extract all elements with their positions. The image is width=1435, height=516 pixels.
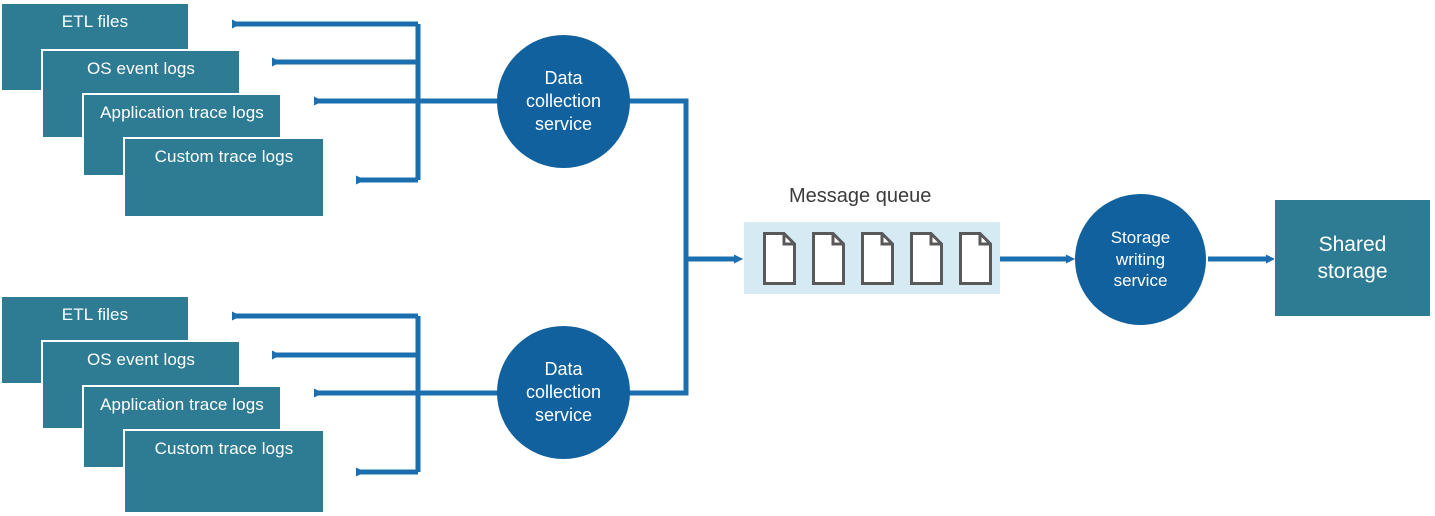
document-icon	[910, 232, 943, 285]
service-label-line: Storage	[1110, 227, 1171, 247]
shared-storage-box[interactable]: Shared storage	[1274, 199, 1431, 317]
document-icon	[812, 232, 845, 285]
shared-storage-label-line: storage	[1317, 260, 1388, 283]
source-label: Custom trace logs	[154, 439, 294, 458]
source-label: Application trace logs	[100, 103, 264, 122]
source-box-custom-trace-logs-lower[interactable]: Custom trace logs	[123, 429, 325, 514]
service-label-line: Data	[544, 358, 583, 379]
message-queue-title: Message queue	[789, 185, 932, 207]
source-label: Application trace logs	[100, 395, 264, 414]
service-merge-trunk	[628, 98, 689, 396]
source-label: ETL files	[61, 305, 129, 324]
data-collection-service-lower[interactable]: Data collection service	[497, 326, 630, 459]
service-label-line: service	[534, 114, 592, 135]
storage-writing-service[interactable]: Storage writing service	[1075, 194, 1206, 325]
service-label-line: service	[1113, 271, 1168, 291]
service-label-line: Data	[544, 67, 583, 88]
message-queue-panel[interactable]	[744, 222, 1000, 294]
shared-storage-label-line: Shared	[1318, 232, 1387, 256]
source-box-custom-trace-logs-upper[interactable]: Custom trace logs	[123, 137, 325, 218]
service-label-line: writing	[1115, 249, 1166, 269]
data-collection-service-upper[interactable]: Data collection service	[497, 35, 630, 168]
service-label-line: service	[534, 405, 592, 426]
document-icon	[861, 232, 894, 285]
source-label: OS event logs	[86, 350, 196, 369]
source-label: ETL files	[61, 12, 129, 31]
source-label: OS event logs	[86, 59, 196, 78]
source-label: Custom trace logs	[154, 147, 294, 166]
document-icon	[763, 232, 796, 285]
services-to-queue	[628, 98, 744, 396]
service-label-line: collection	[525, 90, 602, 111]
document-icon	[959, 232, 992, 285]
service-label-line: collection	[525, 381, 602, 402]
